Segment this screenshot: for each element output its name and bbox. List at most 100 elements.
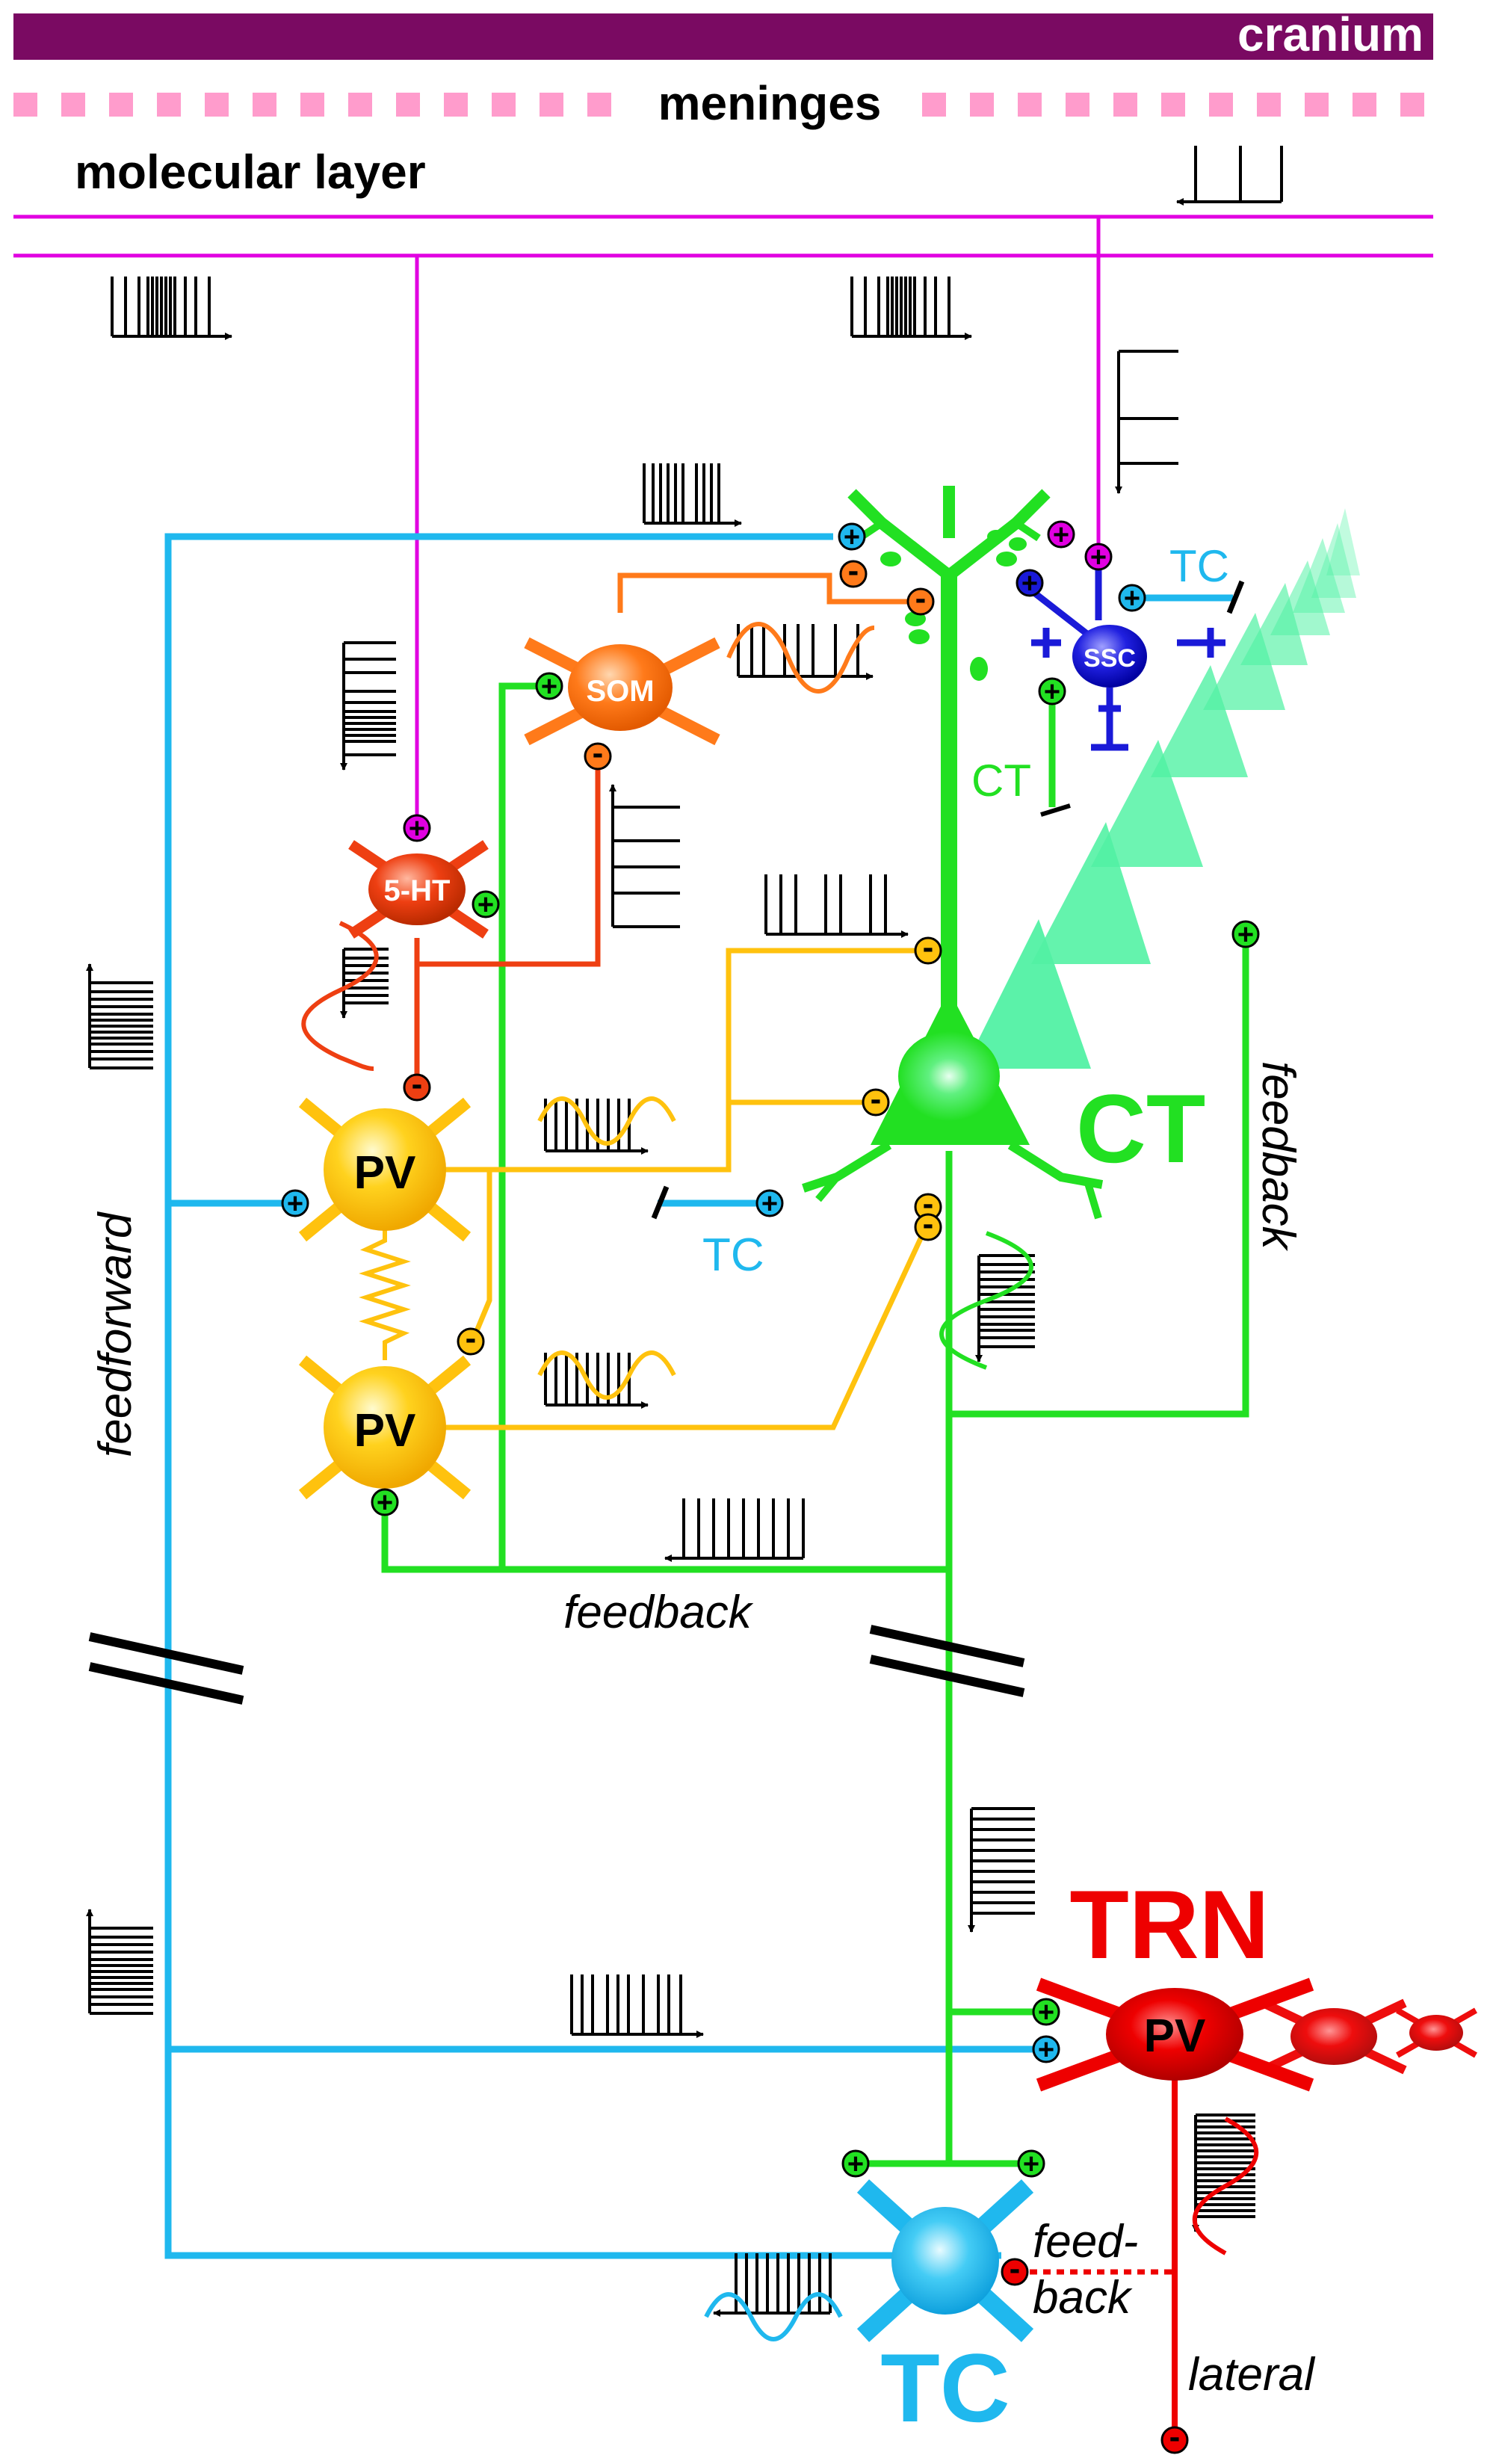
spike-train — [1115, 350, 1178, 494]
svg-text:-: - — [1010, 2250, 1021, 2287]
svg-text:-: - — [871, 1081, 882, 1117]
ssc-soma — [1072, 625, 1147, 688]
svg-text:-: - — [1169, 2418, 1181, 2455]
spike-train — [664, 1498, 805, 1562]
spike-train — [86, 963, 153, 1069]
excitatory-synapse: + — [755, 1188, 784, 1220]
spike-train — [1176, 146, 1283, 206]
ct-feedback-right — [949, 934, 1249, 1418]
excitatory-synapse: + — [1038, 676, 1066, 708]
ct-feedback-to-som — [498, 682, 549, 1569]
pv-bottom-to-ct — [441, 1224, 930, 1430]
excitatory-synapse: + — [281, 1188, 309, 1220]
meninges-label: meninges — [658, 76, 882, 130]
ct-feedback-to-pv — [381, 1502, 949, 1573]
trn-label: TRN — [1069, 1870, 1269, 1979]
break-marks — [88, 1625, 1025, 1705]
inhibitory-synapse: - — [1001, 2250, 1029, 2287]
spike-train — [544, 1099, 649, 1155]
tc-axon-ends — [651, 580, 1245, 1220]
inhibitory-synapse: - — [914, 1205, 942, 1242]
spike-trains — [86, 146, 1283, 2317]
svg-text:+: + — [1021, 568, 1038, 599]
cranium-layer: cranium — [13, 7, 1433, 61]
5ht-to-som — [417, 762, 601, 967]
inhibitory-synapse: - — [403, 1066, 431, 1102]
excitatory-synapse: + — [403, 813, 431, 845]
inhibitory-synapse: - — [839, 552, 868, 589]
excitatory-synapse: + — [1032, 2034, 1060, 2066]
excitatory-synapse: + — [1017, 2149, 1045, 2180]
svg-text:+: + — [377, 1487, 393, 1519]
spike-train — [86, 1909, 153, 2015]
inhibitory-synapse: - — [1160, 2418, 1189, 2455]
feedback-right-label: feedback — [1252, 1061, 1304, 1252]
pv-top-to-ct-apical — [441, 948, 928, 1173]
tc-big-label: TC — [880, 2333, 1010, 2442]
svg-text:-: - — [412, 1066, 423, 1102]
svg-text:+: + — [1023, 2149, 1039, 2180]
meninges-layer: meninges — [13, 76, 1433, 130]
excitatory-synapse: + — [1118, 583, 1146, 614]
spike-train — [975, 1254, 1035, 1362]
pv-gap-junction — [359, 1226, 411, 1360]
svg-text:+: + — [1044, 676, 1060, 708]
trn-wiring — [1016, 2040, 1178, 2440]
lateral-label: lateral — [1188, 2349, 1316, 2400]
excitatory-synapse: + — [1084, 542, 1113, 573]
svg-text:-: - — [915, 580, 927, 617]
inhibitory-synapse: - — [914, 929, 942, 966]
5ht-neuron: 5-HT — [348, 840, 489, 939]
excitatory-synapse: + — [1231, 919, 1260, 951]
feedback-bottom-label: feedback — [563, 1587, 754, 1638]
spike-train — [111, 277, 232, 340]
excitatory-synapse: + — [371, 1487, 399, 1519]
excitatory-synapse: + — [535, 671, 563, 703]
som-neuron: SOM — [524, 637, 720, 746]
ct-dendrite-cones — [964, 508, 1360, 1069]
excitatory-synapse: + — [838, 522, 866, 553]
svg-text:+: + — [1053, 519, 1069, 551]
svg-text:+: + — [761, 1188, 778, 1220]
tc-thalamic-neuron: TC — [856, 2179, 1034, 2442]
tc-feedforward-trunk — [164, 533, 1001, 2259]
spike-train — [764, 874, 909, 938]
pv-top-neuron: PV — [298, 1097, 472, 1242]
svg-text:-: - — [466, 1320, 477, 1356]
excitatory-synapse: + — [1047, 519, 1075, 551]
5ht-wiring — [414, 762, 601, 1076]
svg-text:+: + — [287, 1188, 303, 1220]
svg-text:-: - — [593, 735, 604, 771]
ssc-label: SSC — [1084, 644, 1136, 673]
svg-text:-: - — [923, 1205, 934, 1242]
tc-mid-label: TC — [702, 1229, 764, 1281]
spike-train — [737, 624, 874, 680]
inhibitory-synapse: - — [914, 1185, 942, 1222]
spike-train — [544, 1353, 649, 1409]
spike-train — [609, 784, 680, 928]
spike-train — [570, 1974, 704, 2038]
spike-train — [968, 1807, 1035, 1933]
inhibitory-synapse: - — [906, 580, 935, 617]
tc-top-right-label: TC — [1169, 541, 1229, 591]
ct-big-label: CT — [1076, 1074, 1205, 1183]
spike-train — [850, 277, 972, 340]
pv-bottom-label: PV — [354, 1405, 416, 1457]
spike-train — [340, 641, 396, 771]
svg-text:-: - — [923, 1185, 934, 1222]
svg-text:-: - — [923, 929, 934, 966]
inhibitory-synapse: - — [457, 1320, 485, 1356]
svg-text:+: + — [844, 522, 860, 553]
feedforward-label: feedforward — [90, 1211, 141, 1457]
spike-train — [340, 948, 389, 1019]
oscillation-traces — [301, 622, 1259, 2341]
trn-pv-neuron: PV TRN — [1036, 1870, 1314, 2092]
cranium-label: cranium — [1237, 7, 1424, 61]
svg-text:-: - — [848, 552, 859, 589]
5ht-label: 5-HT — [384, 874, 451, 907]
ct-pyramidal-neuron: CT CT — [802, 486, 1205, 1220]
excitatory-synapse: + — [472, 889, 500, 921]
pv-bottom-neuron: PV — [298, 1355, 472, 1500]
excitatory-synapse: + — [841, 2149, 870, 2180]
